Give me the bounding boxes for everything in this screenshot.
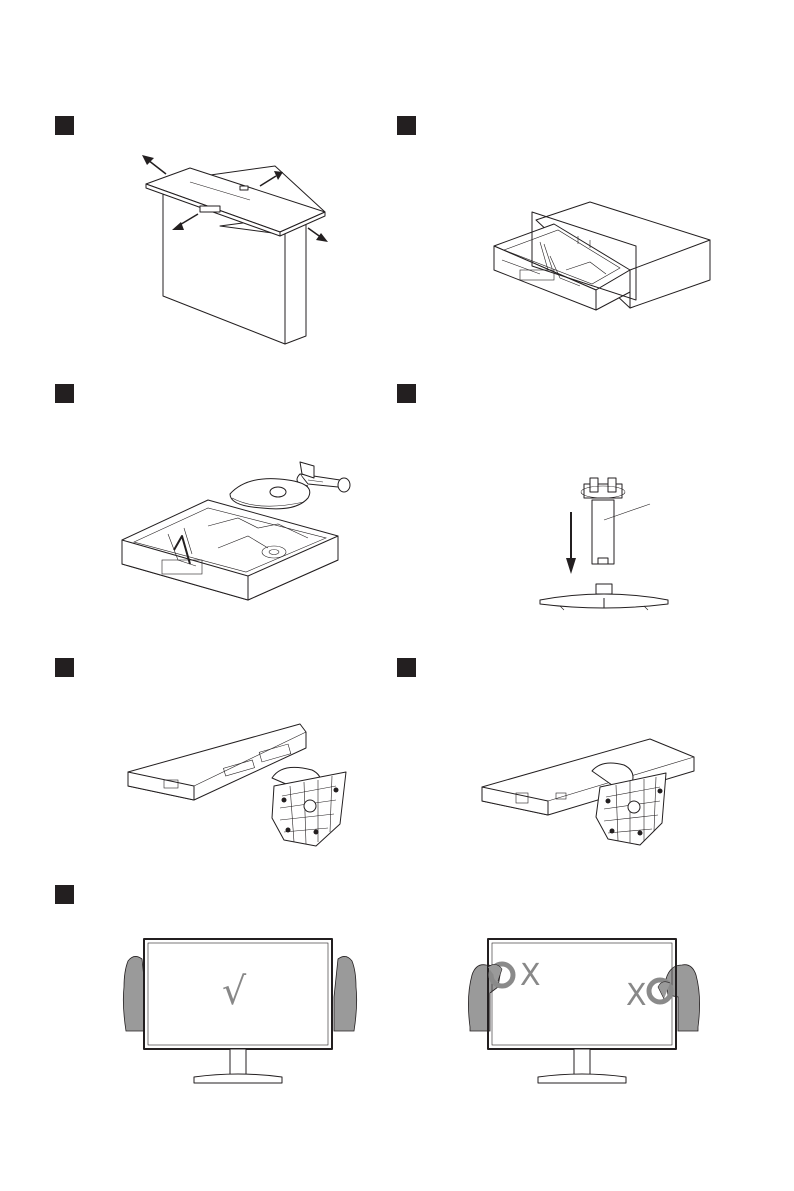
step-2-marker — [397, 116, 416, 135]
illustration-remove-foam-top — [480, 200, 720, 315]
step-4-marker — [397, 384, 416, 403]
illustration-lift-monitor-incorrect — [464, 935, 704, 1090]
illustration-attach-stand-to-monitor — [124, 720, 354, 850]
illustration-remove-box-top — [130, 148, 340, 348]
step-6-marker — [397, 658, 416, 677]
wrong-mark-right: X — [626, 978, 647, 1014]
correct-checkmark: √ — [222, 966, 246, 1016]
stand-neck-upright — [581, 478, 650, 564]
stand-base — [230, 479, 310, 509]
left-hand-icon — [123, 956, 146, 1031]
step-7-marker — [55, 885, 74, 904]
illustration-remove-stand-parts — [118, 454, 360, 620]
step-1-marker — [55, 116, 74, 135]
illustration-attach-neck-to-base — [540, 470, 670, 620]
illustration-stand-attached — [480, 735, 700, 850]
down-arrow-icon — [566, 512, 576, 574]
right-hand-icon — [334, 956, 357, 1031]
wrong-mark-left: X — [520, 958, 541, 994]
stand-base-flat — [540, 584, 668, 610]
step-3-marker — [55, 384, 74, 403]
step-5-marker — [55, 658, 74, 677]
